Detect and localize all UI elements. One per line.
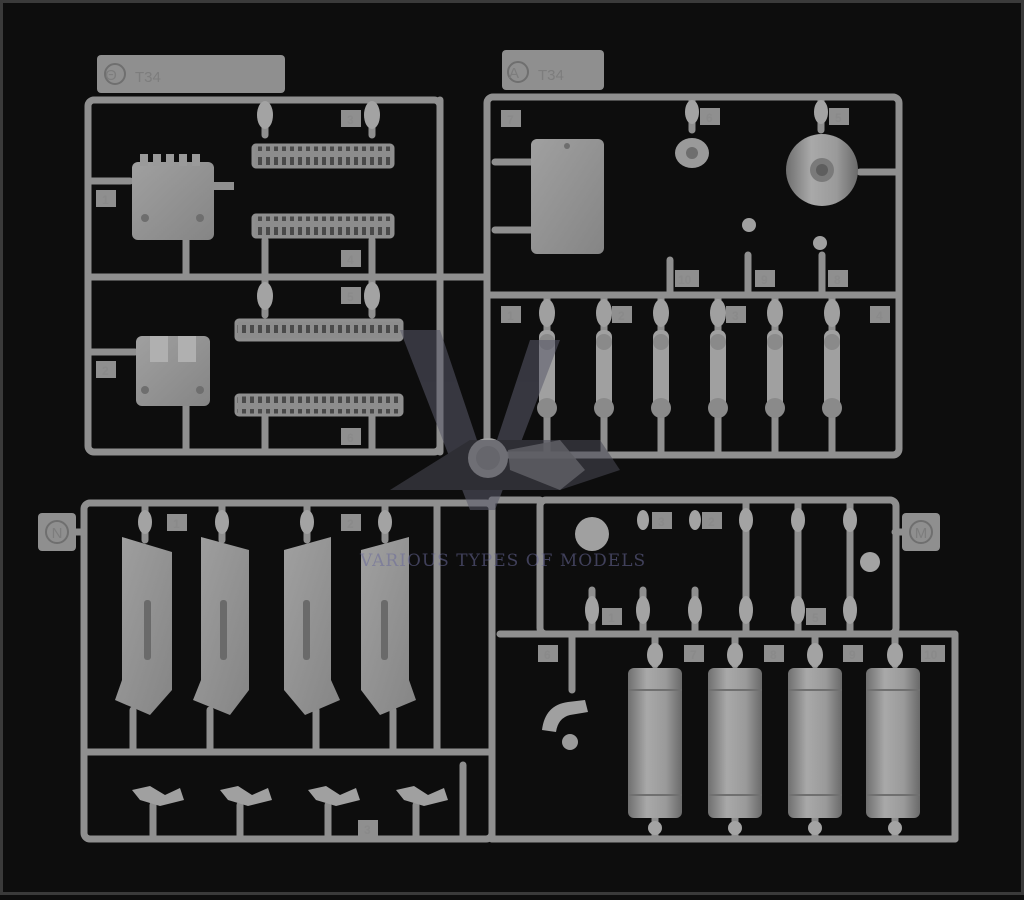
part-number-label: 5 — [835, 111, 842, 125]
labels-lower-right: 3 2 1 5 6 7 8 9 10 M — [538, 512, 945, 662]
part-number-label: 6 — [544, 648, 551, 662]
part-number-label: 1 — [608, 611, 615, 625]
parts-upper-right — [531, 100, 858, 418]
part-number-label: 3 — [732, 309, 739, 323]
watermark-text: VARIOUS TYPES OF MODELS — [359, 551, 646, 571]
part-number-label: 8 — [770, 648, 777, 662]
part-number-label: 4 — [876, 309, 883, 323]
sprue-tab-letter: N — [52, 525, 63, 542]
parts-lower-right — [542, 508, 933, 835]
part-number-label: 7 — [507, 113, 514, 127]
labels-upper-right: 7 6 5 10 9 8 1 2 3 4 A T34 — [501, 65, 890, 323]
parts-lower-left — [45, 510, 448, 806]
sprue-tab-code: T34 — [135, 69, 161, 86]
sprue-tab-letter: A — [509, 65, 519, 82]
part-number-label: 1 — [102, 193, 109, 207]
sprue-tab-letter: Θ — [105, 67, 117, 84]
part-number-label: 6 — [706, 111, 713, 125]
sprue-tab-code: T34 — [538, 67, 564, 84]
sprue-tab-letter: M — [915, 525, 928, 542]
part-number-label: 2 — [708, 515, 715, 529]
part-number-label: 2 — [102, 364, 109, 378]
part-number-label: 2 — [618, 309, 625, 323]
part-number-label: 6 — [347, 431, 354, 445]
part-number-label: 9 — [849, 648, 856, 662]
part-number-label: 3 — [658, 515, 665, 529]
labels-lower-left: 1 2 3 N — [52, 514, 378, 837]
part-number-label: 7 — [690, 648, 697, 662]
part-number-label: 10 — [678, 273, 692, 287]
part-number-label: 9 — [761, 273, 768, 287]
part-number-label: 3 — [364, 823, 371, 837]
part-number-label: 5 — [347, 290, 354, 304]
part-number-label: 8 — [834, 273, 841, 287]
part-number-label: 5 — [812, 611, 819, 625]
part-number-label: 2 — [347, 517, 354, 531]
part-number-label: 3 — [347, 113, 354, 127]
part-number-label: 1 — [173, 517, 180, 531]
part-number-label: 1 — [507, 309, 514, 323]
sprue-upper-left — [84, 55, 484, 456]
part-number-label: 4 — [347, 253, 354, 267]
part-number-label: 10 — [924, 648, 938, 662]
parts-upper-left — [132, 101, 404, 417]
labels-upper-left: 1 2 3 4 5 6 Θ T34 — [96, 67, 361, 445]
watermark: VARIOUS TYPES OF MODELS — [359, 330, 646, 571]
